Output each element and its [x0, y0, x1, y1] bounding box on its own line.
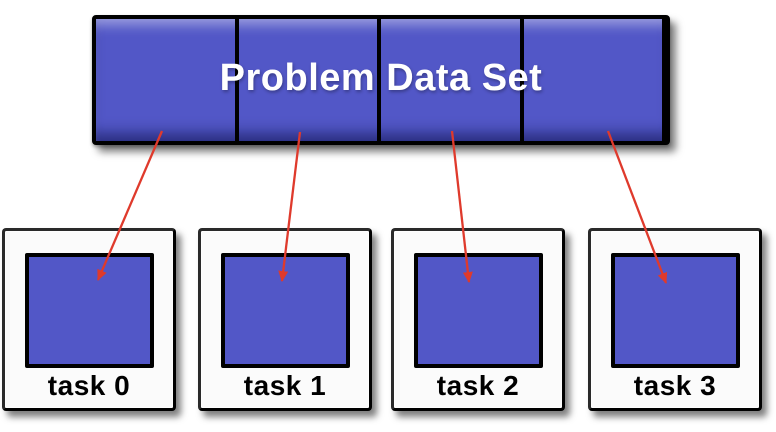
task-3-label: task 3 [633, 370, 717, 401]
banner-segment-1 [239, 19, 381, 141]
task-2-data-chunk [413, 253, 543, 368]
task-box-1: task 1 [198, 228, 372, 411]
task-0-data-chunk [24, 253, 154, 368]
task-box-3: task 3 [588, 228, 762, 411]
problem-data-set-block: Problem Data Set [92, 15, 670, 145]
task-0-label: task 0 [47, 370, 131, 401]
banner-segment-2 [381, 19, 524, 141]
task-box-2: task 2 [391, 228, 565, 411]
task-box-0: task 0 [2, 228, 176, 411]
task-2-label: task 2 [436, 370, 520, 401]
task-1-label: task 1 [243, 370, 327, 401]
task-3-data-chunk [610, 253, 740, 368]
banner-segment-3 [524, 19, 666, 141]
banner-segment-0 [96, 19, 239, 141]
task-1-data-chunk [220, 253, 350, 368]
